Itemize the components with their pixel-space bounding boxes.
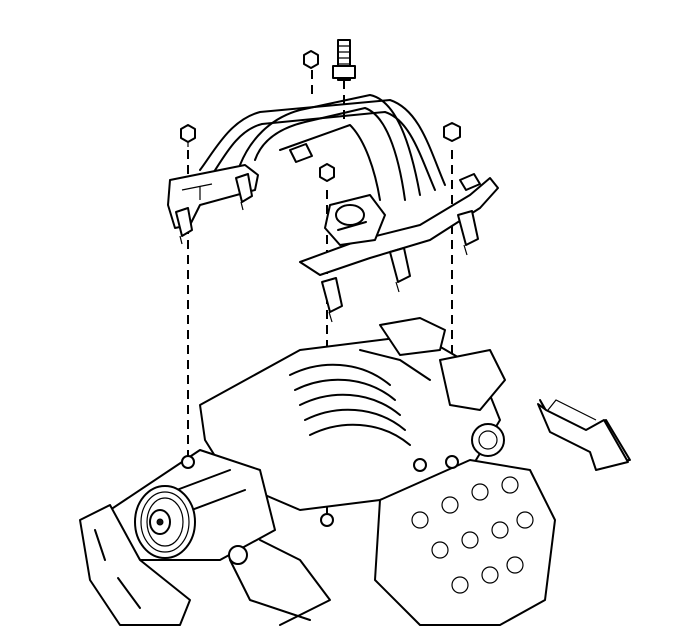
fastener-nut-top-left [303, 50, 319, 69]
injector-2 [235, 173, 253, 211]
injector-4 [389, 247, 411, 293]
engine-supercharger-assembly [79, 317, 556, 626]
injector-3 [321, 277, 343, 323]
front-arrow-icon [537, 399, 631, 471]
fastener-nut-left [180, 124, 196, 147]
pulley [134, 485, 196, 559]
fuel-rail-assembly [167, 94, 499, 323]
fastener-stud-top [332, 39, 356, 81]
fastener-nut-right [443, 122, 461, 142]
injector-1 [175, 207, 193, 245]
fastener-nut-center [319, 163, 335, 182]
injector-5 [457, 210, 479, 256]
